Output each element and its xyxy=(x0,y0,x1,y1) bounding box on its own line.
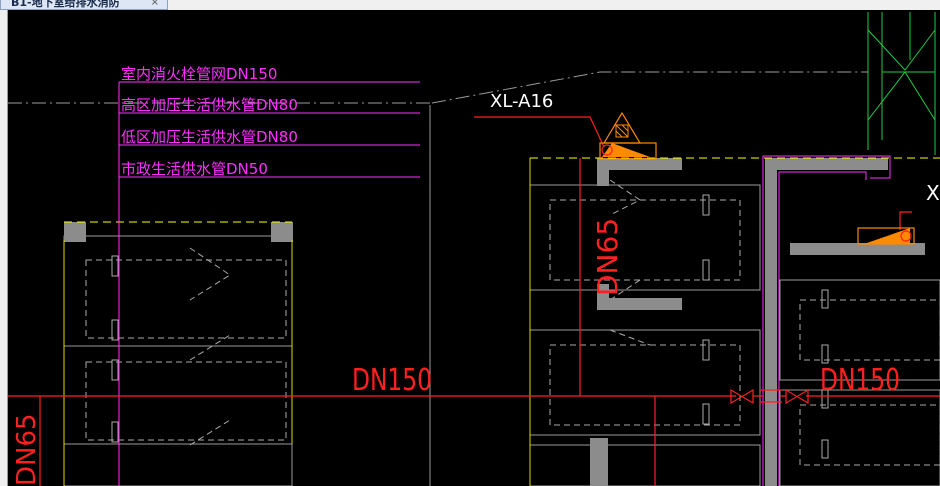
close-tab-icon[interactable]: × xyxy=(150,0,159,8)
riser-labels: XL-A16 X xyxy=(490,91,940,205)
legend-item-fire-hydrant-main: 室内消火栓管网DN150 xyxy=(121,65,277,83)
legend-item-low-zone-supply: 低区加压生活供水管DN80 xyxy=(121,128,298,146)
equipment-dashed-outlines xyxy=(85,179,940,466)
fire-hydrant-cabinet-right-icon[interactable] xyxy=(857,227,915,245)
fire-hydrant-cabinet-icon[interactable] xyxy=(599,111,657,160)
pipe-labels: DN150 DN150 DN65 DN65 xyxy=(12,218,900,486)
riser-label-right: X xyxy=(926,181,940,205)
canvas-background xyxy=(8,10,940,486)
axis-line xyxy=(8,71,868,104)
left-vertical-pipe-label: DN65 xyxy=(12,413,42,486)
legend-item-municipal-supply: 市政生活供水管DN50 xyxy=(121,160,268,178)
document-tab[interactable]: B1-地下室给排水消防 × xyxy=(0,0,168,10)
column-edges xyxy=(63,158,531,486)
gate-valve-right-icon[interactable] xyxy=(780,388,809,405)
concrete-walls xyxy=(64,158,925,486)
gate-valve-left-icon[interactable] xyxy=(730,388,764,405)
legend-texts: 室内消火栓管网DN150 高区加压生活供水管DN80 低区加压生活供水管DN80… xyxy=(121,65,298,178)
riser-label-xl-a16: XL-A16 xyxy=(490,91,553,112)
legend-item-high-zone-supply: 高区加压生活供水管DN80 xyxy=(121,96,298,114)
drawing-canvas[interactable]: 室内消火栓管网DN150 高区加压生活供水管DN80 低区加压生活供水管DN80… xyxy=(8,10,940,486)
vertical-pipe-label: DN65 xyxy=(591,218,624,296)
green-grid-lines xyxy=(867,12,936,155)
equipment-slots xyxy=(111,194,829,459)
column-boundaries xyxy=(64,157,940,223)
pipe-shaft-outline xyxy=(762,155,891,486)
right-pipe-label: DN150 xyxy=(820,363,900,398)
window-left-frame xyxy=(0,10,8,486)
document-tab-title: B1-地下室给排水消防 xyxy=(11,0,120,9)
fire-pipes xyxy=(8,116,940,486)
legend-leaders xyxy=(118,81,420,486)
main-pipe-label: DN150 xyxy=(352,363,432,398)
